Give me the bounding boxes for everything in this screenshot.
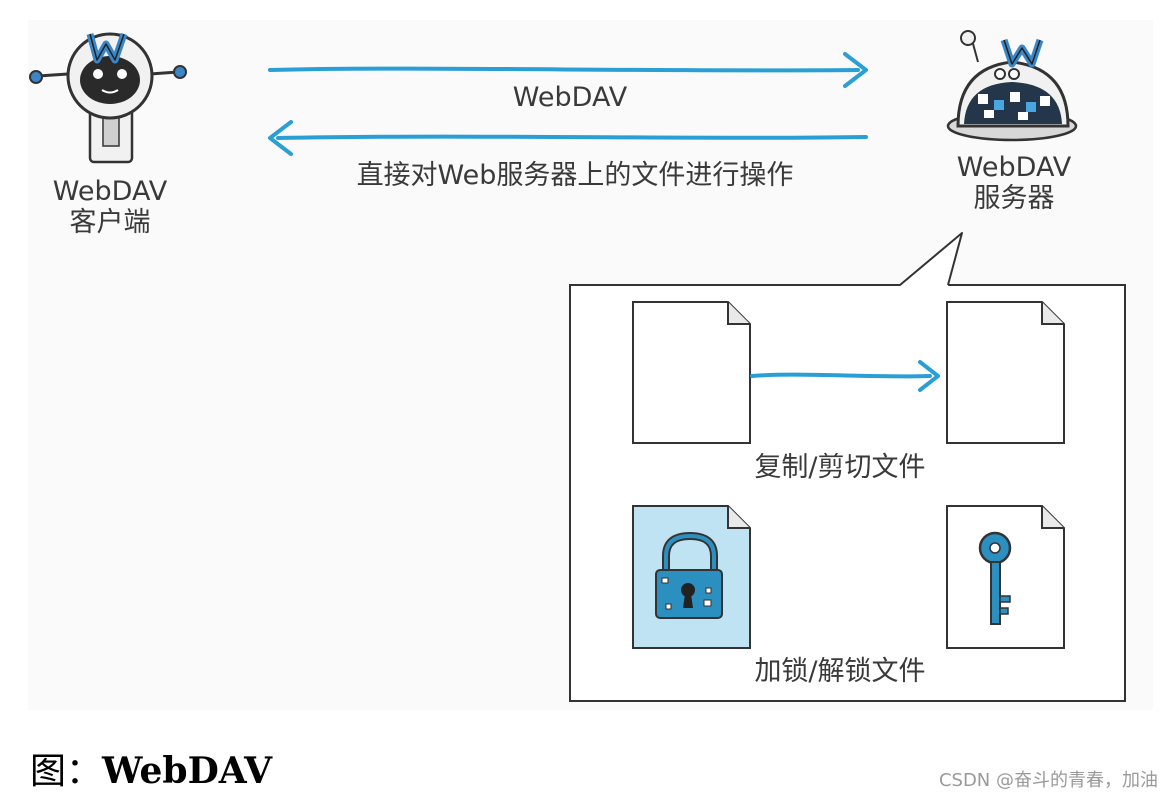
document-icon-source [632, 301, 751, 444]
key-document-icon [946, 505, 1065, 649]
server-label-line1: WebDAV [956, 152, 1072, 183]
document-icon-target [946, 301, 1065, 444]
server-robot-icon [946, 30, 1078, 142]
arrow-top-label: WebDAV [512, 82, 628, 113]
watermark: CSDN @奋斗的青春，加油 [938, 770, 1158, 791]
figure-caption: 图：WebDAV [30, 742, 272, 794]
copy-arrow [750, 360, 940, 392]
client-label-line1: WebDAV [52, 176, 168, 207]
server-label-line2: 服务器 [973, 183, 1055, 215]
arrow-to-server [268, 52, 868, 88]
arrow-bottom-label: 直接对Web服务器上的文件进行操作 [356, 160, 794, 191]
lock-icon [655, 531, 723, 619]
client-label: WebDAV 客户端 [40, 176, 180, 238]
caption-prefix: 图： [30, 751, 103, 792]
client-label-line2: 客户端 [69, 207, 151, 239]
caption-title: WebDAV [102, 750, 273, 792]
server-label: WebDAV 服务器 [944, 152, 1084, 214]
copy-label: 复制/剪切文件 [754, 452, 926, 483]
arrow-to-client [268, 120, 868, 156]
key-icon [978, 531, 1012, 625]
lock-label: 加锁/解锁文件 [754, 656, 926, 687]
client-robot-icon [29, 32, 187, 164]
